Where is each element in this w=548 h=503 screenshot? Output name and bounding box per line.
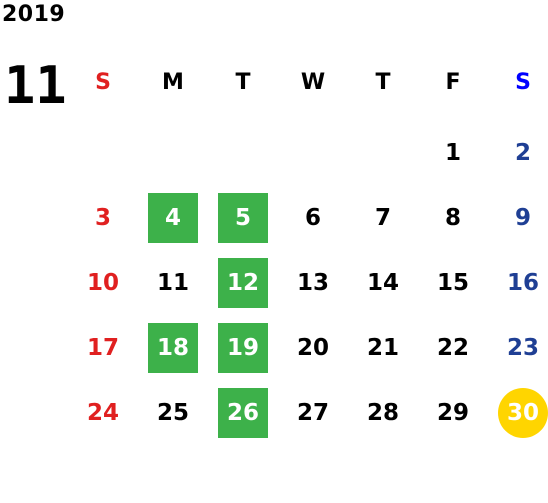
date-number[interactable]: 2 — [514, 139, 531, 166]
weekday-fri: F — [445, 69, 461, 95]
highlighted-date[interactable]: 19 — [218, 322, 268, 373]
date-number[interactable]: 3 — [94, 204, 111, 231]
date-number[interactable]: 28 — [366, 399, 399, 426]
day-cell[interactable]: 24 — [68, 380, 138, 445]
day-cell[interactable]: 6 — [278, 185, 348, 250]
month-number: 11 — [4, 56, 67, 116]
date-number[interactable]: 17 — [86, 334, 119, 361]
day-cell[interactable]: 13 — [278, 250, 348, 315]
day-cell[interactable]: 14 — [348, 250, 418, 315]
weekday-tue: T — [235, 69, 251, 95]
day-cell[interactable]: 7 — [348, 185, 418, 250]
day-cell[interactable]: 23 — [488, 315, 548, 380]
week-row: 24 25 26 27 28 29 30 — [68, 380, 548, 445]
day-cell[interactable]: 18 — [138, 315, 208, 380]
weekday-sat: S — [515, 69, 531, 95]
day-cell[interactable]: 10 — [68, 250, 138, 315]
weekday-thu: T — [375, 69, 391, 95]
day-cell[interactable]: 26 — [208, 380, 278, 445]
day-cell[interactable]: 20 — [278, 315, 348, 380]
weekday-header: S M T W T F S — [68, 52, 548, 112]
day-cell[interactable]: 5 — [208, 185, 278, 250]
highlighted-date[interactable]: 18 — [148, 322, 198, 373]
day-cell[interactable]: 21 — [348, 315, 418, 380]
date-number[interactable]: 23 — [506, 334, 539, 361]
date-number[interactable]: 15 — [436, 269, 469, 296]
date-number[interactable]: 11 — [156, 269, 189, 296]
date-number[interactable]: 29 — [436, 399, 469, 426]
week-row: 10 11 12 13 14 15 16 — [68, 250, 548, 315]
today-date[interactable]: 30 — [498, 387, 548, 438]
day-cell[interactable]: 15 — [418, 250, 488, 315]
date-number[interactable]: 16 — [506, 269, 539, 296]
date-number[interactable]: 6 — [304, 204, 321, 231]
date-number[interactable]: 25 — [156, 399, 189, 426]
date-number[interactable]: 10 — [86, 269, 119, 296]
date-number[interactable]: 8 — [444, 204, 461, 231]
date-number[interactable]: 27 — [296, 399, 329, 426]
day-cell[interactable]: 11 — [138, 250, 208, 315]
date-number[interactable]: 24 — [86, 399, 119, 426]
week-row: 17 18 19 20 21 22 23 — [68, 315, 548, 380]
highlighted-date[interactable]: 5 — [218, 192, 268, 243]
day-cell[interactable]: 19 — [208, 315, 278, 380]
day-cell[interactable]: 29 — [418, 380, 488, 445]
day-cell[interactable]: 2 — [488, 120, 548, 185]
day-cell[interactable]: 17 — [68, 315, 138, 380]
day-cell[interactable]: 9 — [488, 185, 548, 250]
day-cell[interactable]: 27 — [278, 380, 348, 445]
weekday-wed: W — [300, 69, 326, 95]
highlighted-date[interactable]: 4 — [148, 192, 198, 243]
day-cell[interactable]: 25 — [138, 380, 208, 445]
day-cell — [278, 120, 348, 185]
date-number[interactable]: 22 — [436, 334, 469, 361]
year-label: 2019 — [2, 2, 66, 27]
day-cell[interactable]: 1 — [418, 120, 488, 185]
date-number[interactable]: 7 — [374, 204, 391, 231]
date-number[interactable]: 14 — [366, 269, 399, 296]
date-number[interactable]: 1 — [444, 139, 461, 166]
date-number[interactable]: 9 — [514, 204, 531, 231]
date-number[interactable]: 20 — [296, 334, 329, 361]
date-number[interactable]: 13 — [296, 269, 329, 296]
day-cell[interactable]: 4 — [138, 185, 208, 250]
day-cell[interactable]: 12 — [208, 250, 278, 315]
highlighted-date[interactable]: 26 — [218, 387, 268, 438]
day-cell[interactable]: 16 — [488, 250, 548, 315]
day-cell[interactable]: 3 — [68, 185, 138, 250]
day-cell[interactable]: 30 — [488, 380, 548, 445]
day-cell[interactable]: 28 — [348, 380, 418, 445]
date-number[interactable]: 21 — [366, 334, 399, 361]
weekday-sun: S — [95, 69, 111, 95]
day-cell — [138, 120, 208, 185]
day-cell[interactable]: 8 — [418, 185, 488, 250]
day-cell — [68, 120, 138, 185]
day-cell[interactable]: 22 — [418, 315, 488, 380]
day-cell — [348, 120, 418, 185]
highlighted-date[interactable]: 12 — [218, 257, 268, 308]
weekday-mon: M — [162, 69, 184, 95]
day-cell — [208, 120, 278, 185]
